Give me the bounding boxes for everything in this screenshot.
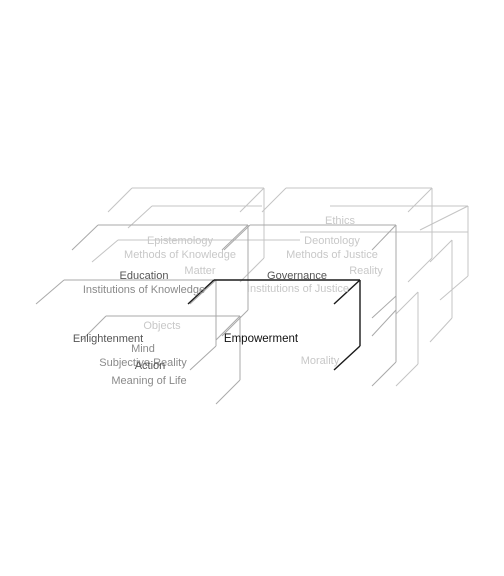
box-morality-front: [371, 295, 397, 387]
label-morality: Morality: [301, 355, 340, 367]
label-objects: Objects: [143, 320, 181, 332]
box-deontology: [261, 187, 433, 283]
label-ethics: Ethics: [325, 215, 355, 227]
label-methods-of-knowledge: Methods of Knowledge: [124, 249, 236, 261]
box-reality: [429, 239, 453, 343]
label-subjective-reality: Subjective Reality: [99, 357, 187, 369]
box-ethics: [300, 205, 469, 301]
box-objects: [100, 312, 280, 382]
box-epistemology-inner: [127, 205, 262, 229]
label-enlightenment: Enlightenment: [73, 333, 143, 345]
label-matter: Matter: [184, 265, 216, 277]
label-institutions-of-knowledge: Institutions of Knowledge: [83, 284, 205, 296]
box-morality: [395, 291, 419, 387]
label-governance: Governance: [267, 270, 327, 282]
label-empowerment: Empowerment: [224, 333, 299, 345]
label-institutions-of-justice: Institutions of Justice: [247, 283, 349, 295]
label-methods-of-justice: Methods of Justice: [286, 249, 378, 261]
label-reality: Reality: [349, 265, 383, 277]
label-meaning-of-life: Meaning of Life: [111, 375, 186, 387]
box-action: [81, 315, 241, 405]
label-education: Education: [120, 270, 169, 282]
label-mind: Mind: [131, 343, 155, 355]
box-epistemology: [107, 187, 265, 283]
label-deontology: Deontology: [304, 235, 360, 247]
box-enlightenment: [35, 279, 217, 371]
label-epistemology: Epistemology: [147, 235, 214, 247]
box-education: [71, 224, 249, 337]
box-matter: [91, 239, 300, 263]
box-empowerment[interactable]: [187, 279, 361, 371]
label-action: Action: [135, 360, 166, 372]
box-governance: [223, 224, 397, 337]
